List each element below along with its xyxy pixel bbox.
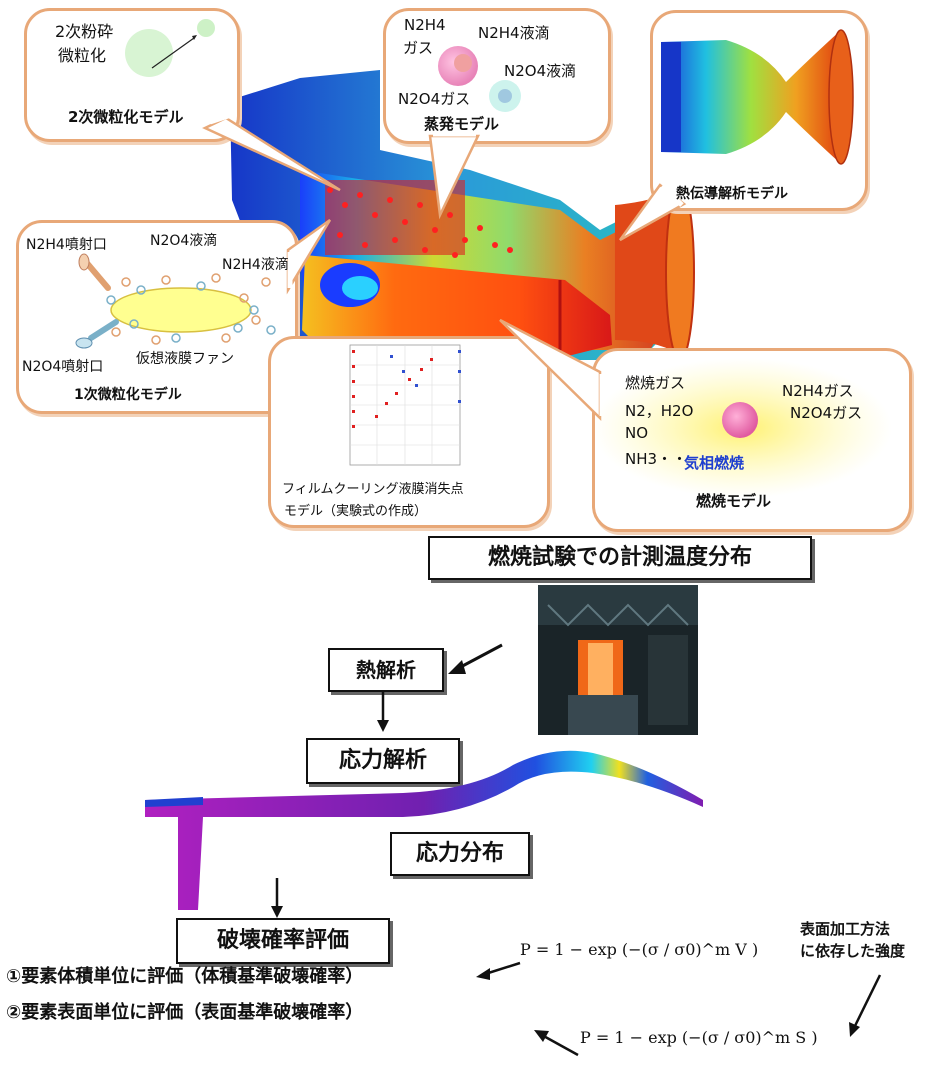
primary-atomization-diagram xyxy=(75,253,276,349)
stress-distribution-image xyxy=(145,750,703,910)
film-cooling-line2: モデル（実験式の作成） xyxy=(284,504,428,519)
failure-probability-label: 破壊確率評価 xyxy=(176,918,390,964)
surface-strength-note-line2: に依存した強度 xyxy=(800,942,906,960)
primary-n2h4-droplet-label: N2H4液滴 xyxy=(222,257,289,273)
callout-evaporation-tail xyxy=(428,131,480,220)
combustion-gas-label: 燃焼ガス xyxy=(625,374,686,392)
combustion-flame-image xyxy=(592,358,892,498)
combustion-n2o4-gas-label: N2O4ガス xyxy=(790,404,863,422)
secondary-atomization-title: 2次微粒化モデル xyxy=(68,108,184,126)
combustion-species-line2: NO xyxy=(625,424,649,442)
callout-primary-tail xyxy=(286,218,332,295)
thermal-analysis-label: 熱解析 xyxy=(328,648,444,692)
primary-n2h4-injector-label: N2H4噴射口 xyxy=(26,237,107,253)
evaporation-title: 蒸発モデル xyxy=(424,115,500,133)
primary-n2o4-droplet-label: N2O4液滴 xyxy=(150,233,218,249)
surface-formula: P = 1 − exp (−(σ / σ0)^m S ) xyxy=(580,1028,818,1047)
combustion-species-line3: NH3・・ xyxy=(625,450,688,468)
method-surface-label: ②要素表面単位に評価（表面基準破壊確率） xyxy=(6,1002,364,1023)
combustion-test-photo xyxy=(538,585,698,735)
evaporation-droplets-icon xyxy=(438,46,521,112)
combustion-n2h4-gas-label: N2H4ガス xyxy=(782,382,854,400)
measured-temperature-label: 燃焼試験での計測温度分布 xyxy=(428,536,812,580)
virtual-film-fan-label: 仮想液膜ファン xyxy=(136,351,234,367)
secondary-crush-label: 2次粉砕 xyxy=(55,22,114,41)
evap-n2h4-droplet-label: N2H4液滴 xyxy=(478,24,550,42)
combustion-title: 燃焼モデル xyxy=(696,492,772,510)
evap-gas-label: ガス xyxy=(403,39,434,57)
film-cooling-line1: フィルムクーリング液膜消失点 xyxy=(282,482,464,497)
primary-n2o4-injector-label: N2O4噴射口 xyxy=(22,359,104,375)
stress-analysis-label: 応力解析 xyxy=(306,738,460,784)
surface-strength-note-line1: 表面加工方法 xyxy=(800,920,891,938)
secondary-atomize-label: 微粒化 xyxy=(58,46,107,65)
callout-heat-tail xyxy=(618,183,687,242)
evap-n2o4-droplet-label: N2O4液滴 xyxy=(504,62,577,80)
method-volume-label: ①要素体積単位に評価（体積基準破壊確率） xyxy=(6,966,364,987)
film-cooling-plot xyxy=(349,344,461,466)
heat-conduction-title: 熱伝導解析モデル xyxy=(676,186,788,202)
nozzle-thermal-model-image xyxy=(661,29,854,165)
callout-secondary-tail xyxy=(202,113,341,192)
combustion-chamber-cfd-image xyxy=(230,70,695,361)
callout-secondary-atomization xyxy=(24,8,240,142)
primary-atomization-title: 1次微粒化モデル xyxy=(74,387,182,403)
combustion-species-line1: N2，H2O xyxy=(625,402,694,420)
evap-n2o4-gas-label: N2O4ガス xyxy=(398,90,471,108)
volume-formula: P = 1 − exp (−(σ / σ0)^m V ) xyxy=(520,940,759,959)
gas-phase-combustion-label: 気相燃焼 xyxy=(684,454,745,472)
secondary-droplet-icon xyxy=(125,19,215,77)
stress-distribution-label: 応力分布 xyxy=(390,832,530,876)
callout-evaporation xyxy=(383,8,611,144)
evap-n2h4-label: N2H4 xyxy=(404,16,446,34)
